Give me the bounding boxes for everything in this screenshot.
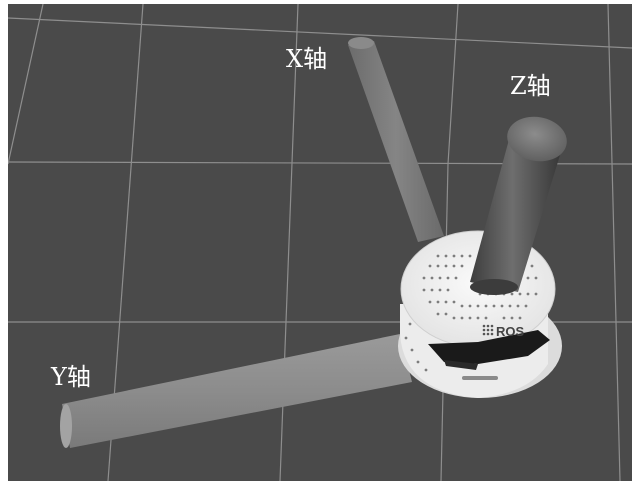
grid-line [279, 4, 299, 481]
ros-robot: ROS [398, 230, 562, 398]
grid-line [8, 17, 632, 49]
x-axis-label: X轴 [286, 45, 328, 73]
x-axis-cylinder [348, 37, 444, 242]
z-axis-cylinder [470, 116, 567, 295]
z-axis-label: Z轴 [510, 72, 551, 100]
svg-text:ROS: ROS [496, 324, 525, 339]
y-axis-label: Y轴 [51, 363, 91, 391]
grid-line [8, 4, 44, 165]
grid-line [607, 4, 621, 481]
ground-grid [8, 4, 632, 481]
scene-canvas[interactable]: ROS [8, 4, 632, 481]
ros-logo: ROS [482, 324, 525, 339]
y-axis-cylinder [60, 334, 412, 448]
grid-line [447, 4, 459, 165]
rviz-3d-viewport[interactable]: ROS X轴 Z轴 Y轴 [8, 4, 632, 481]
